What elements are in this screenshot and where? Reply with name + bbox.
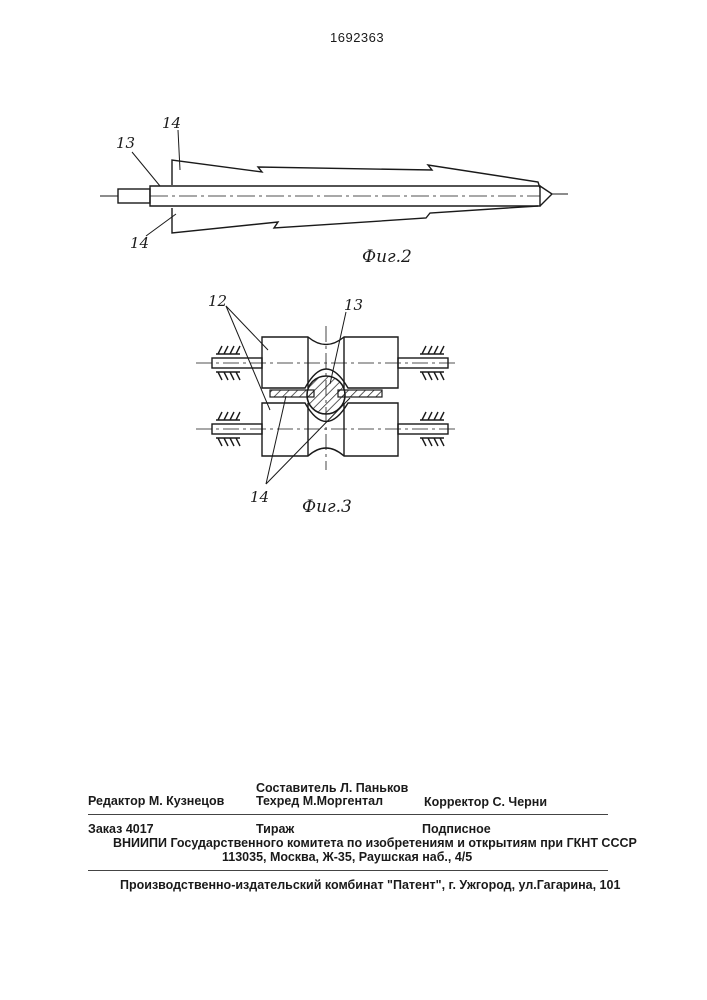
compiler: Составитель Л. Паньков [256, 781, 408, 795]
subscription: Подписное [422, 822, 491, 836]
proofreader: Корректор С. Черни [424, 795, 547, 809]
fig3-caption: Фиг.3 [302, 497, 352, 517]
fig2-caption: Фиг.2 [362, 247, 412, 267]
fig2-strip-lower [172, 206, 538, 233]
fig2-label-14-top: 14 [162, 114, 181, 132]
fig3-label-14: 14 [250, 488, 269, 506]
divider-upper [88, 814, 608, 815]
fig2-rod-end [118, 189, 150, 203]
fig3-label-13: 13 [344, 296, 363, 314]
fig2-label-13: 13 [116, 134, 135, 152]
order-number: Заказ 4017 [88, 822, 154, 836]
publisher: Производственно-издательский комбинат "П… [120, 878, 620, 892]
figure-3-drawing: 12 13 14 Фиг.3 [0, 280, 707, 530]
fig3-label-12: 12 [208, 292, 227, 310]
techred: Техред М.Моргентал [256, 794, 383, 808]
fig2-strip-upper [172, 160, 540, 188]
fig2-label-14-bottom: 14 [130, 234, 149, 252]
circulation: Тираж [256, 822, 294, 836]
editor: Редактор М. Кузнецов [88, 794, 224, 808]
divider-lower [88, 870, 608, 871]
address: 113035, Москва, Ж-35, Раушская наб., 4/5 [222, 850, 472, 864]
figure-2-drawing: 13 14 14 Фиг.2 [0, 0, 707, 280]
institute: ВНИИПИ Государственного комитета по изоб… [113, 836, 637, 850]
